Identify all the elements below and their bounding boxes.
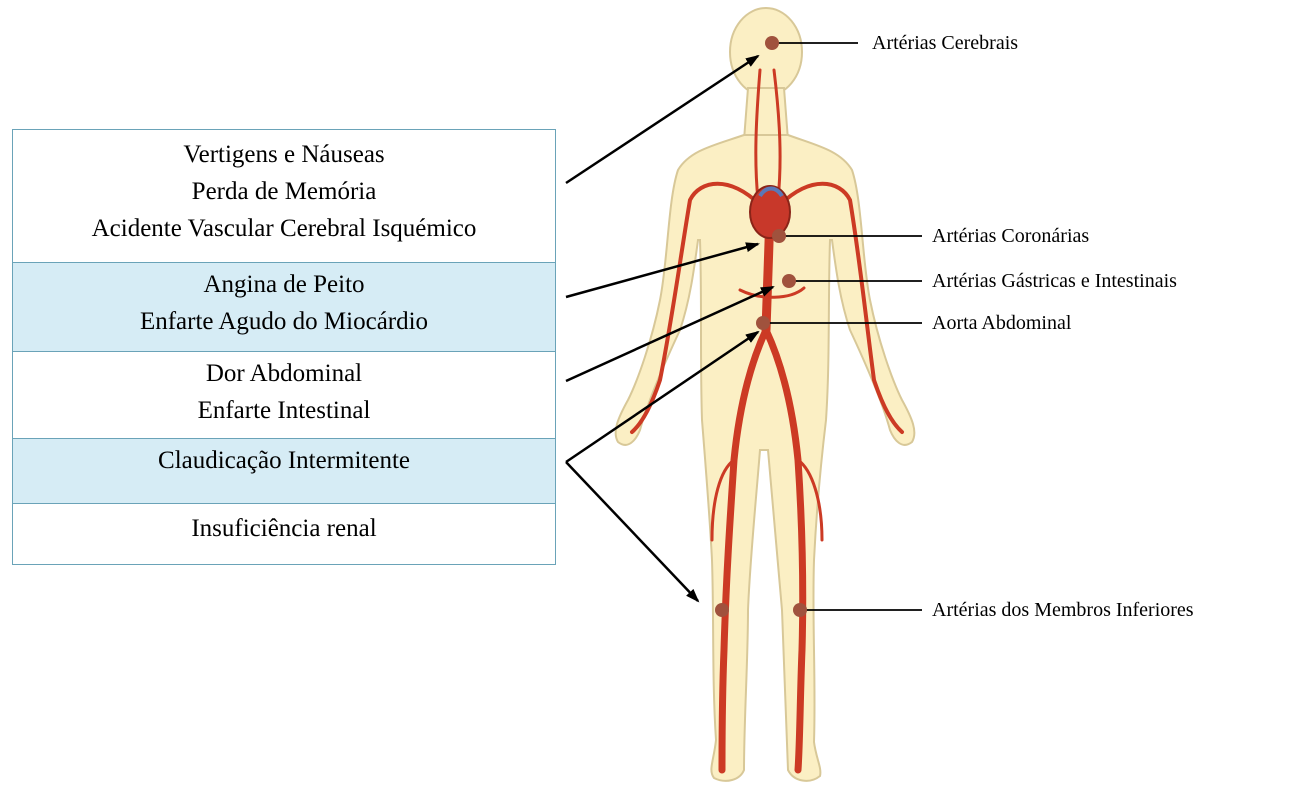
symptom-text: Angina de Peito — [13, 266, 555, 303]
symptom-text: Dor Abdominal — [13, 355, 555, 392]
arrow-limbs — [566, 462, 698, 601]
label-cerebral-arteries: Artérias Cerebrais — [872, 31, 1018, 55]
marker-cerebral — [765, 36, 779, 50]
symptom-group-intestinal: Dor Abdominal Enfarte Intestinal — [13, 351, 555, 438]
label-limb-arteries: Artérias dos Membros Inferiores — [932, 598, 1194, 622]
symptom-group-coronary: Angina de Peito Enfarte Agudo do Miocárd… — [13, 262, 555, 351]
marker-aorta — [756, 316, 770, 330]
symptom-text: Insuficiência renal — [13, 510, 555, 547]
marker-limb-left — [715, 603, 729, 617]
label-gastric-arteries: Artérias Gástricas e Intestinais — [932, 269, 1177, 293]
label-coronary-arteries: Artérias Coronárias — [932, 224, 1089, 248]
symptom-text: Perda de Memória — [13, 173, 555, 210]
heart-icon — [750, 186, 790, 238]
body-silhouette — [616, 8, 915, 781]
symptom-text: Claudicação Intermitente — [13, 442, 555, 479]
symptom-group-cerebral: Vertigens e Náuseas Perda de Memória Aci… — [13, 130, 555, 262]
marker-limb-right — [793, 603, 807, 617]
marker-gastric — [782, 274, 796, 288]
symptom-table: Vertigens e Náuseas Perda de Memória Aci… — [12, 129, 556, 565]
label-abdominal-aorta: Aorta Abdominal — [932, 311, 1071, 335]
symptom-text: Enfarte Agudo do Miocárdio — [13, 303, 555, 340]
symptom-text: Acidente Vascular Cerebral Isquémico — [13, 210, 555, 247]
symptom-text: Vertigens e Náuseas — [13, 136, 555, 173]
symptom-group-renal: Insuficiência renal — [13, 503, 555, 564]
marker-coronary — [772, 229, 786, 243]
symptom-group-limbs: Claudicação Intermitente — [13, 438, 555, 503]
symptom-text: Enfarte Intestinal — [13, 392, 555, 429]
